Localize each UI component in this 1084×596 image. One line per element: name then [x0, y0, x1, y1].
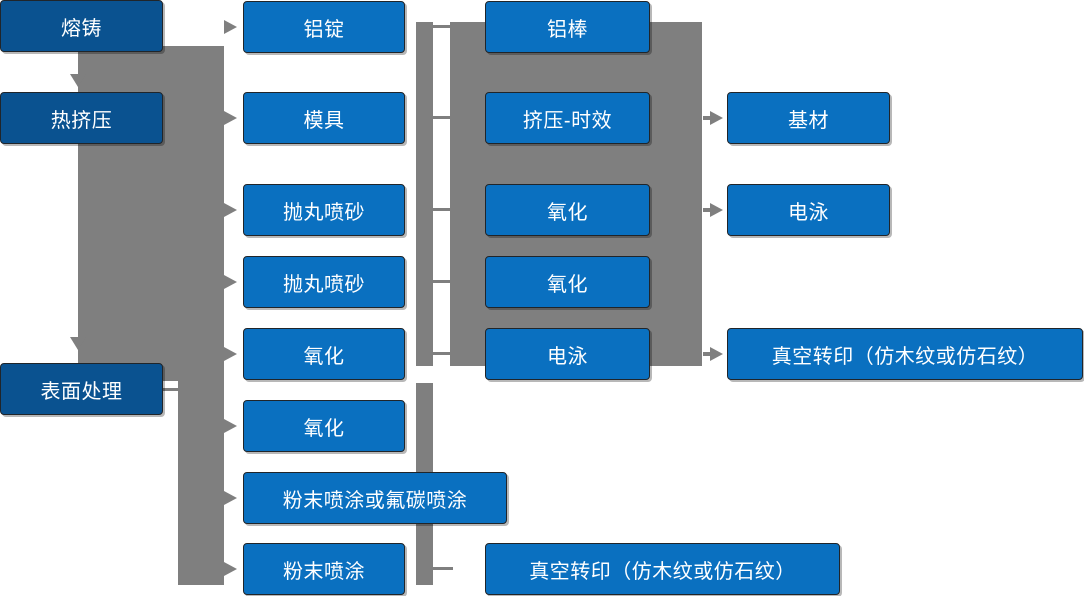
- process-box-c3-2[interactable]: 挤压-时效: [485, 92, 650, 144]
- arrow-right-icon-to-c2-3: [224, 203, 237, 217]
- arrow-shaft-to-c4-2: [703, 208, 714, 212]
- arrow-right-icon-to-c2-2: [224, 111, 237, 125]
- connector-band-left-lower: [178, 366, 224, 585]
- output-box-c4-3[interactable]: 真空转印（仿木纹或仿石纹）: [727, 328, 1083, 380]
- process-label-c2-7: 粉末喷涂或氟碳喷涂: [282, 489, 468, 512]
- process-box-c2-8[interactable]: 粉末喷涂: [243, 543, 405, 595]
- process-box-c2-3[interactable]: 抛丸喷砂: [243, 184, 405, 236]
- process-label-c2-5: 氧化: [303, 345, 345, 368]
- output-label-c4-3: 真空转印（仿木纹或仿石纹）: [771, 345, 1039, 368]
- output-label-c4-1: 基材: [788, 109, 829, 132]
- process-label-c3-2: 挤压-时效: [522, 109, 613, 132]
- connector-bar-middle-upper: [416, 22, 433, 366]
- process-box-c3-6[interactable]: 真空转印（仿木纹或仿石纹）: [485, 543, 840, 595]
- process-box-c2-6[interactable]: 氧化: [243, 400, 405, 452]
- arrow-right-icon-to-c2-4: [224, 275, 237, 289]
- stage-label-surface: 表面处理: [40, 380, 123, 403]
- stage-label-extrusion: 热挤压: [50, 109, 113, 132]
- connector-stub-surface: [163, 388, 183, 391]
- connector-tick-c3-1: [433, 25, 453, 28]
- process-label-c2-2: 模具: [303, 109, 345, 132]
- stage-box-extrusion[interactable]: 热挤压: [0, 92, 163, 144]
- process-box-c2-5[interactable]: 氧化: [243, 328, 405, 380]
- process-box-c3-5[interactable]: 电泳: [485, 328, 650, 380]
- process-label-c3-1: 铝棒: [547, 18, 588, 41]
- connector-tick-c3-5: [433, 352, 453, 355]
- process-label-c2-6: 氧化: [303, 417, 345, 440]
- output-label-c4-2: 电泳: [788, 201, 829, 224]
- process-label-c2-4: 抛丸喷砂: [283, 273, 365, 296]
- arrow-right-icon-to-c4-3: [710, 347, 723, 361]
- arrow-shaft-to-c4-3: [703, 352, 714, 356]
- process-box-c2-4[interactable]: 抛丸喷砂: [243, 256, 405, 308]
- process-label-c3-4: 氧化: [547, 273, 588, 296]
- connector-tick-c3-2: [433, 116, 453, 119]
- arrow-down-icon-extrusion-to-surface: [70, 337, 86, 350]
- process-box-c3-4[interactable]: 氧化: [485, 256, 650, 308]
- process-label-c3-3: 氧化: [547, 201, 588, 224]
- process-label-c2-3: 抛丸喷砂: [283, 201, 365, 224]
- connector-tick-c3-3: [433, 208, 453, 211]
- process-box-c2-7[interactable]: 粉末喷涂或氟碳喷涂: [243, 472, 507, 524]
- arrow-right-icon-to-c2-6: [224, 419, 237, 433]
- process-label-c2-1: 铝锭: [303, 18, 345, 41]
- arrow-right-icon-to-c4-2: [710, 203, 723, 217]
- process-box-c2-2[interactable]: 模具: [243, 92, 405, 144]
- connector-tick-c3-6: [433, 567, 453, 570]
- stage-box-melting[interactable]: 熔铸: [0, 0, 163, 52]
- arrow-right-icon-to-c2-8: [224, 562, 237, 576]
- output-box-c4-2[interactable]: 电泳: [727, 184, 890, 236]
- stage-label-melting: 熔铸: [61, 17, 102, 40]
- process-label-c2-8: 粉末喷涂: [283, 560, 365, 583]
- output-box-c4-1[interactable]: 基材: [727, 92, 890, 144]
- process-box-c3-1[interactable]: 铝棒: [485, 1, 650, 53]
- process-box-c2-1[interactable]: 铝锭: [243, 1, 405, 53]
- arrow-right-icon-to-c2-7: [224, 491, 237, 505]
- stage-box-surface[interactable]: 表面处理: [0, 363, 163, 415]
- arrow-right-icon-to-c4-1: [710, 111, 723, 125]
- process-label-c3-6: 真空转印（仿木纹或仿石纹）: [529, 560, 796, 583]
- arrow-down-icon-melting-to-extrusion: [70, 74, 86, 87]
- arrow-right-icon-to-c2-1: [224, 20, 237, 34]
- connector-tick-c3-4: [433, 280, 453, 283]
- arrow-right-icon-to-c2-5: [224, 347, 237, 361]
- process-label-c3-5: 电泳: [547, 345, 588, 368]
- process-box-c3-3[interactable]: 氧化: [485, 184, 650, 236]
- arrow-shaft-to-c4-1: [703, 116, 714, 120]
